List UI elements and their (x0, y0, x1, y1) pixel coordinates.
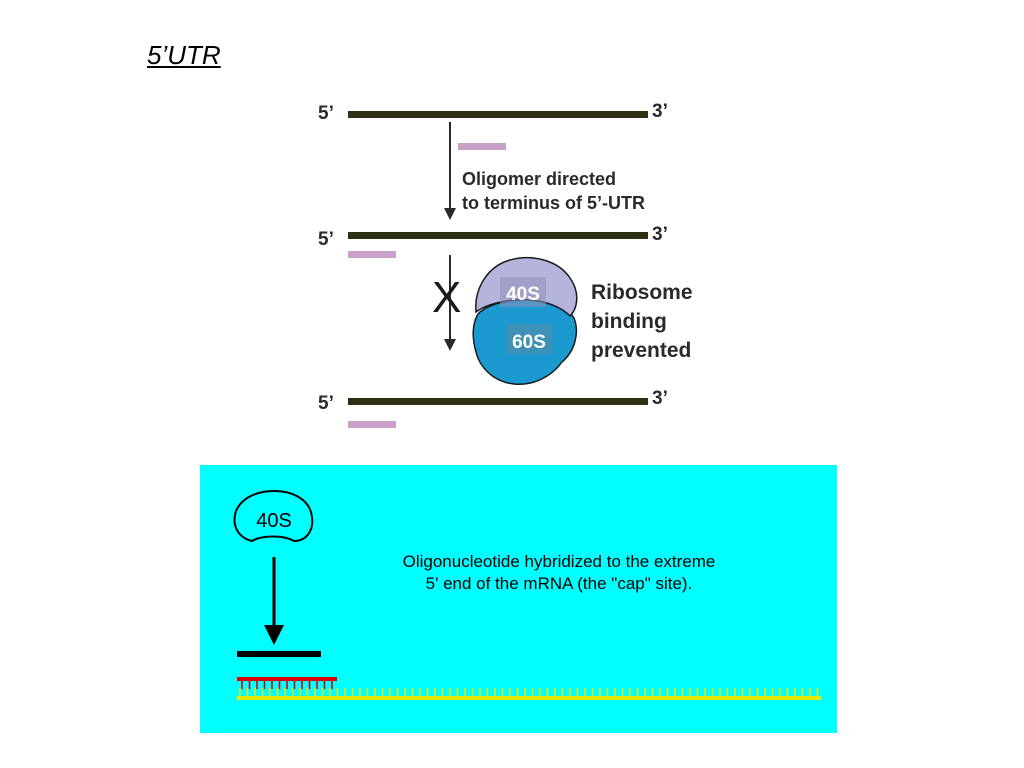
strand-3-five-prime-label: 5’ (318, 393, 334, 414)
mrna-strand-2 (348, 232, 648, 239)
cap-block-bar (237, 651, 321, 657)
binding-arrow (444, 122, 456, 220)
mrna-bases (239, 688, 819, 697)
ribosome-60s-label: 60S (512, 332, 546, 353)
strand-2-five-prime-label: 5’ (318, 229, 334, 250)
strand-1-three-prime-label: 3’ (652, 101, 668, 122)
arrow-caption-line-1: Oligomer directed (462, 169, 617, 189)
panel-40s-label: 40S (256, 510, 292, 532)
page-title: 5’UTR (147, 40, 221, 70)
ribosome-caption: Ribosome binding prevented (591, 278, 693, 365)
strand-1-five-prime-label: 5’ (318, 103, 334, 124)
block-x-mark: X (432, 273, 462, 322)
mrna-strand-3 (348, 398, 648, 405)
description-line-2: 5' end of the mRNA (the "cap" site). (425, 574, 693, 593)
hybridization-description: Oligonucleotide hybridized to the extrem… (330, 551, 788, 595)
ribosome: 40S 60S (472, 257, 578, 385)
strand-3-three-prime-label: 3’ (652, 388, 668, 409)
ribosome-40s-label: 40S (506, 284, 540, 305)
hybridization-panel: 40S Oligonucleotide hybridized to the ex… (200, 465, 837, 733)
oligo-base-pairs (241, 680, 333, 689)
mrna-backbone (237, 696, 821, 700)
description-line-1: Oligonucleotide hybridized to the extrem… (402, 552, 716, 571)
ribosome-caption-line-1: Ribosome (591, 281, 693, 304)
strand-2-three-prime-label: 3’ (652, 224, 668, 245)
bound-oligomer (348, 251, 396, 258)
ribosome-caption-line-2: binding (591, 310, 667, 333)
arrow-caption: Oligomer directed to terminus of 5’-UTR (462, 167, 645, 215)
mrna-strand-1 (348, 111, 648, 118)
remaining-oligomer (348, 421, 396, 428)
blocked-arrow (444, 255, 456, 351)
hybridized-oligonucleotide (237, 677, 337, 681)
ribosome-caption-line-3: prevented (591, 339, 692, 362)
free-oligomer (458, 143, 506, 150)
hybridization-diagram: 40S (233, 489, 821, 700)
panel-40s-subunit (233, 489, 314, 543)
arrow-caption-line-2: to terminus of 5’-UTR (462, 193, 645, 213)
